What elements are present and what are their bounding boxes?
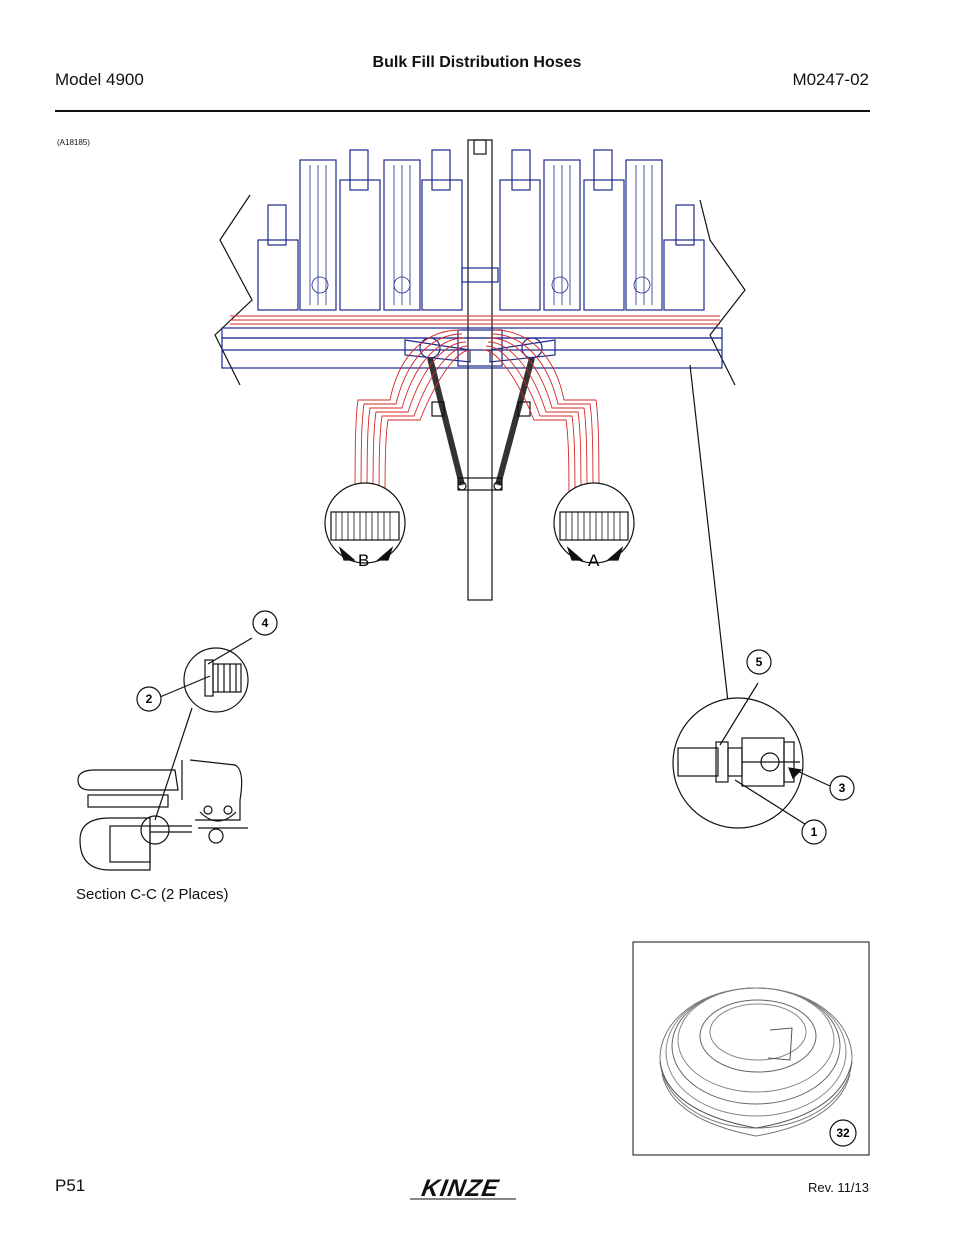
- coupler-detail-drawing: [672, 364, 831, 829]
- callout-1: 1: [801, 819, 827, 845]
- hose-coil-drawing: [632, 941, 870, 1156]
- section-cc-drawing: [77, 637, 253, 871]
- svg-text:1: 1: [811, 825, 818, 839]
- model-label: Model 4900: [55, 70, 144, 89]
- svg-text:2: 2: [146, 692, 153, 706]
- revision-date: Rev. 11/13: [808, 1180, 869, 1195]
- svg-text:32: 32: [836, 1126, 850, 1140]
- header-divider: [55, 110, 870, 112]
- document-code: M0247-02: [792, 70, 869, 89]
- callout-2: 2: [136, 686, 162, 712]
- detail-view-b: [324, 482, 406, 564]
- view-b-label: B: [358, 551, 369, 570]
- detail-view-a: [553, 482, 635, 564]
- callout-3: 3: [829, 775, 855, 801]
- svg-text:KINZE: KINZE: [420, 1175, 502, 1202]
- section-cc-label: Section C-C (2 Places): [76, 886, 229, 903]
- callout-5: 5: [746, 649, 772, 675]
- planter-frame-drawing: [214, 139, 746, 601]
- page-title: Bulk Fill Distribution Hoses: [372, 54, 582, 71]
- svg-text:3: 3: [839, 781, 846, 795]
- distribution-hoses: [230, 315, 720, 511]
- figure-reference: (A18185): [57, 138, 90, 147]
- callout-4: 4: [252, 610, 278, 636]
- kinze-logo: KINZE: [404, 1174, 522, 1202]
- svg-text:4: 4: [262, 616, 269, 630]
- callout-32: 32: [829, 1119, 857, 1147]
- svg-text:5: 5: [756, 655, 763, 669]
- view-a-label: A: [588, 551, 600, 570]
- page-number: P51: [55, 1176, 86, 1195]
